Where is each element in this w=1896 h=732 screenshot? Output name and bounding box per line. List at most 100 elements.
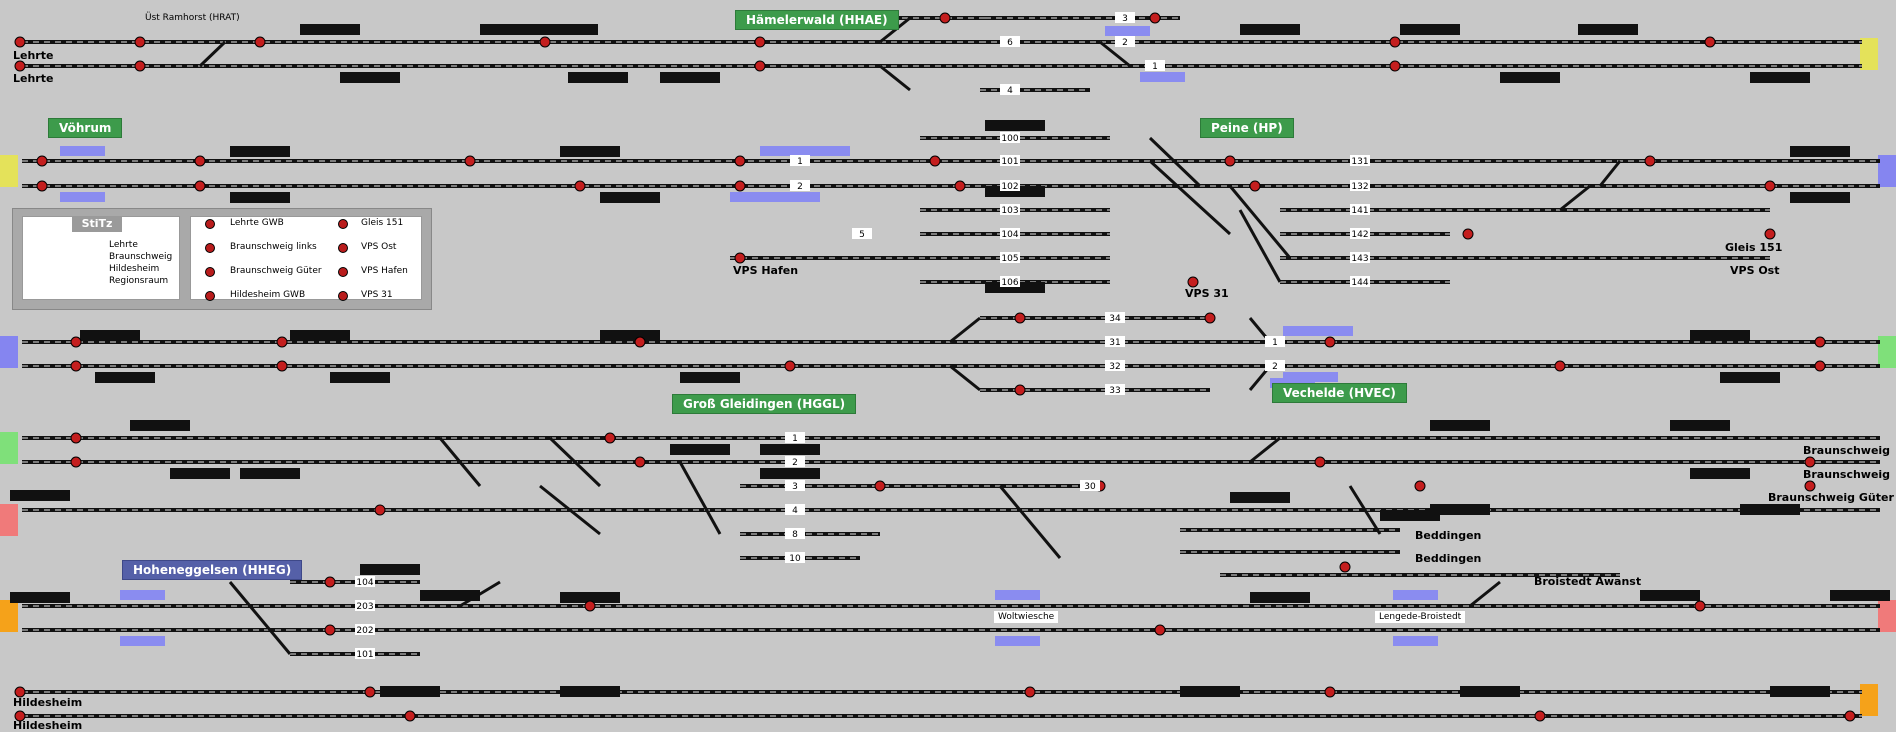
signal-icon[interactable] [1844,710,1856,722]
train-number-field[interactable] [1720,372,1780,383]
signal-icon[interactable] [324,576,336,588]
train-number-field[interactable] [1460,686,1520,697]
signal-icon[interactable] [634,336,646,348]
station-box-vohrum[interactable]: Vöhrum [48,118,123,138]
train-number-field[interactable] [290,330,350,341]
signal-icon[interactable] [1389,60,1401,72]
signal-icon[interactable] [1204,312,1216,324]
signal-icon[interactable] [1804,456,1816,468]
train-number-field[interactable] [380,686,440,697]
signal-icon[interactable] [1324,686,1336,698]
station-box-haemelerwald[interactable]: Hämelerwald (HHAE) [735,10,899,30]
train-number-field[interactable] [1690,330,1750,341]
train-number-field[interactable] [130,420,190,431]
train-number-field[interactable] [1250,592,1310,603]
train-number-field[interactable] [300,24,360,35]
signal-icon[interactable] [194,180,206,192]
signal-icon[interactable] [194,155,206,167]
train-number-field[interactable] [1830,590,1890,601]
signal-icon[interactable] [14,686,26,698]
signal-icon[interactable] [1462,228,1474,240]
train-number-field[interactable] [1690,468,1750,479]
train-number-field[interactable] [1770,686,1830,697]
signal-icon[interactable] [1014,384,1026,396]
signal-icon[interactable] [754,36,766,48]
train-number-field[interactable] [1578,24,1638,35]
signal-icon[interactable] [1764,180,1776,192]
train-number-field[interactable] [480,24,540,35]
signal-icon[interactable] [1704,36,1716,48]
signal-icon[interactable] [1414,480,1426,492]
signal-icon[interactable] [1324,336,1336,348]
signal-icon[interactable] [584,600,596,612]
train-number-field[interactable] [170,468,230,479]
train-number-field[interactable] [230,146,290,157]
train-number-field[interactable] [600,192,660,203]
train-number-field[interactable] [985,120,1045,131]
signal-icon[interactable] [929,155,941,167]
signal-icon[interactable] [464,155,476,167]
signal-icon[interactable] [1694,600,1706,612]
signal-icon[interactable] [954,180,966,192]
signal-icon[interactable] [254,36,266,48]
signal-icon[interactable] [36,180,48,192]
signal-icon[interactable] [1804,480,1816,492]
train-number-field[interactable] [670,444,730,455]
signal-icon[interactable] [1149,12,1161,24]
train-number-field[interactable] [1750,72,1810,83]
signal-icon[interactable] [604,432,616,444]
train-number-field[interactable] [1430,420,1490,431]
station-box-peine[interactable]: Peine (HP) [1200,118,1294,138]
station-box-hoheneggelsen[interactable]: Hoheneggelsen (HHEG) [122,560,303,580]
train-number-field[interactable] [568,72,628,83]
signal-icon[interactable] [14,710,26,722]
signal-icon[interactable] [939,12,951,24]
signal-icon[interactable] [70,432,82,444]
station-box-vechelde[interactable]: Vechelde (HVEC) [1272,383,1407,403]
train-number-field[interactable] [240,468,300,479]
train-number-field[interactable] [985,282,1045,293]
train-number-field[interactable] [340,72,400,83]
signal-icon[interactable] [70,456,82,468]
signal-icon[interactable] [1249,180,1261,192]
train-number-field[interactable] [95,372,155,383]
signal-icon[interactable] [634,456,646,468]
train-number-field[interactable] [1400,24,1460,35]
train-number-field[interactable] [760,444,820,455]
signal-icon[interactable] [70,360,82,372]
train-number-field[interactable] [985,186,1045,197]
train-number-field[interactable] [1790,192,1850,203]
train-number-field[interactable] [1230,492,1290,503]
signal-icon[interactable] [364,686,376,698]
train-number-field[interactable] [600,330,660,341]
signal-icon[interactable] [36,155,48,167]
signal-icon[interactable] [539,36,551,48]
signal-icon[interactable] [1389,36,1401,48]
signal-icon[interactable] [1224,155,1236,167]
signal-icon[interactable] [754,60,766,72]
signal-icon[interactable] [734,252,746,264]
train-number-field[interactable] [1500,72,1560,83]
signal-icon[interactable] [70,336,82,348]
train-number-field[interactable] [680,372,740,383]
signal-icon[interactable] [374,504,386,516]
signal-icon[interactable] [1339,561,1351,573]
train-number-field[interactable] [420,590,480,601]
signal-icon[interactable] [1014,312,1026,324]
train-number-field[interactable] [10,592,70,603]
train-number-field[interactable] [80,330,140,341]
signal-icon[interactable] [1644,155,1656,167]
train-number-field[interactable] [1740,504,1800,515]
station-box-gross-gleidingen[interactable]: Groß Gleidingen (HGGL) [672,394,857,414]
train-number-field[interactable] [560,686,620,697]
signal-icon[interactable] [1187,276,1199,288]
train-number-field[interactable] [760,468,820,479]
signal-icon[interactable] [14,60,26,72]
train-number-field[interactable] [330,372,390,383]
signal-icon[interactable] [1814,336,1826,348]
signal-icon[interactable] [134,36,146,48]
signal-icon[interactable] [14,36,26,48]
signal-icon[interactable] [1534,710,1546,722]
train-number-field[interactable] [1790,146,1850,157]
train-number-field[interactable] [1670,420,1730,431]
